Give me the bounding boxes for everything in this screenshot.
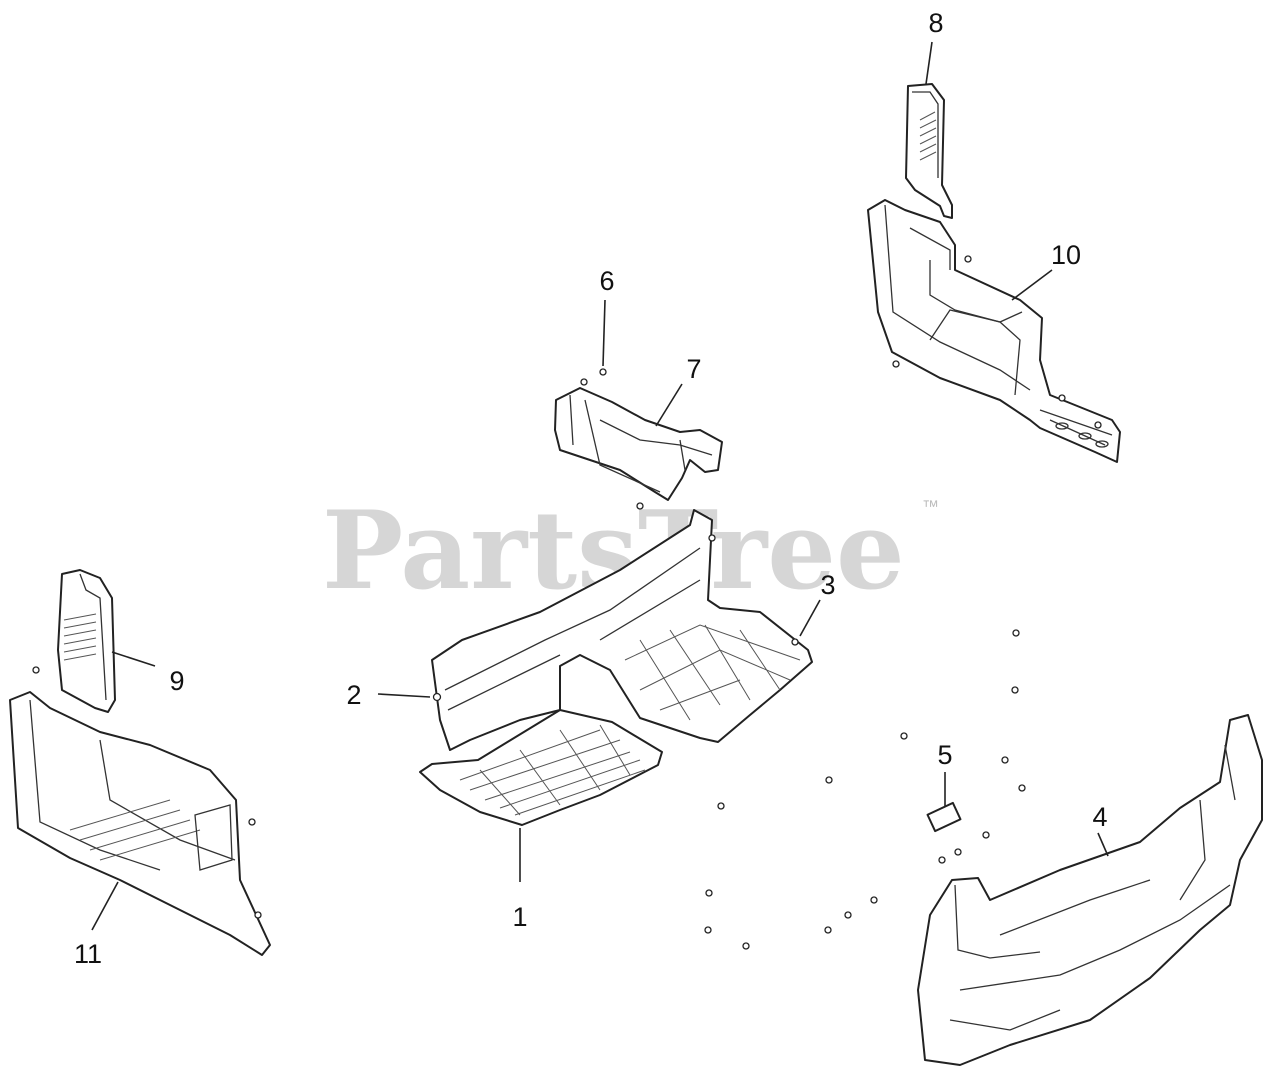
callout-1: 1 <box>512 902 527 932</box>
callout-4: 4 <box>1092 802 1107 832</box>
callout-11: 11 <box>74 939 102 969</box>
part-11-side-panel[interactable] <box>9 691 271 956</box>
callout-6: 6 <box>599 266 614 296</box>
callout-2: 2 <box>346 680 361 710</box>
part-8-panel[interactable] <box>905 83 953 219</box>
watermark-trademark: ™ <box>922 497 939 516</box>
leader-lines <box>91 41 1109 931</box>
part-10-side-panel[interactable] <box>867 199 1121 463</box>
fasteners <box>32 255 1102 950</box>
part-9-panel[interactable] <box>57 569 116 713</box>
callout-8: 8 <box>928 8 943 38</box>
part-7-bracket[interactable] <box>554 387 723 501</box>
part-1-floor-pan[interactable] <box>419 709 663 826</box>
part-4-console[interactable] <box>917 714 1263 1066</box>
callout-10: 10 <box>1051 240 1081 270</box>
callout-9: 9 <box>169 666 184 696</box>
callout-7: 7 <box>686 354 701 384</box>
callout-5: 5 <box>937 740 952 770</box>
part-5-clip[interactable] <box>926 801 962 833</box>
callout-3: 3 <box>820 570 835 600</box>
part-rear-wall[interactable] <box>431 509 813 751</box>
